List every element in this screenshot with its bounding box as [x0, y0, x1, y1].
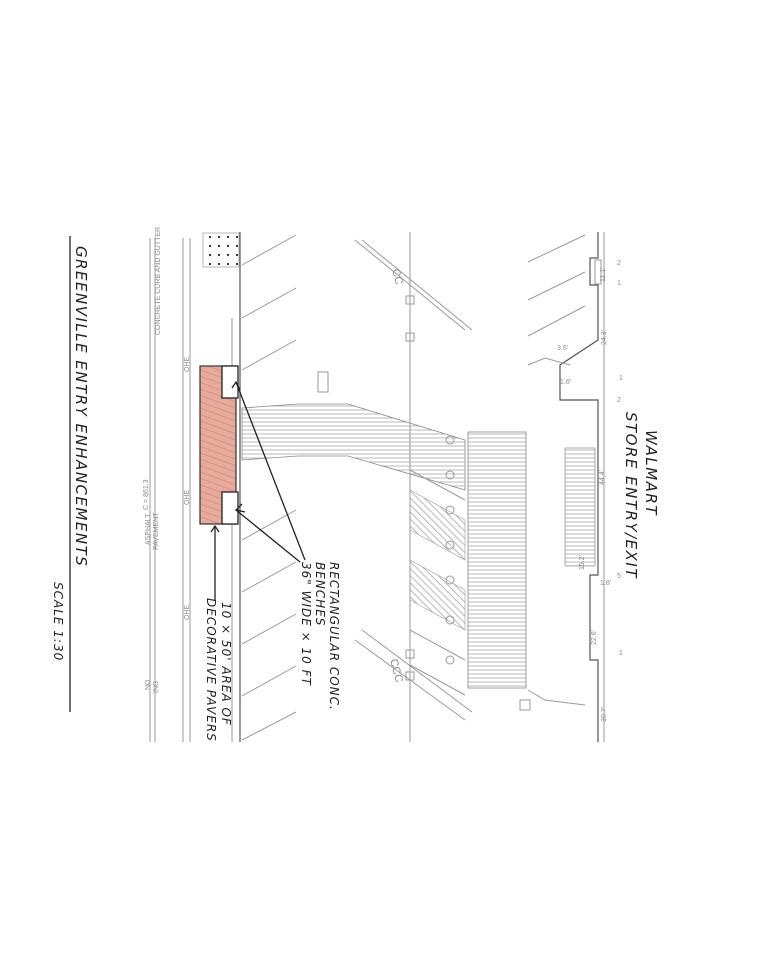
bench-top: [221, 365, 239, 399]
parking-stripes-right: [527, 234, 586, 337]
asphalt-label-2: PAVEMENT: [153, 512, 160, 550]
cad-labels: CONCRETE CURB AND GUTTER ASPHALT PAVEMEN…: [143, 227, 405, 693]
asphalt-label-1: ASPHALT: [145, 513, 152, 545]
store-label-walmart: WALMART: [642, 430, 660, 516]
dimension: 30.7': [601, 707, 608, 722]
dimension: 1.8': [600, 580, 611, 587]
dimension: 22.6': [591, 630, 598, 645]
bench-bottom: [221, 491, 239, 525]
accessible-stalls: [409, 435, 466, 696]
callout-number: 5: [617, 573, 621, 580]
callout-number: 1: [617, 280, 621, 287]
no-parking-label-1: NO: [145, 679, 152, 690]
dimension: 3.6': [557, 345, 568, 352]
dimension: 44.4': [599, 470, 606, 485]
store-front: [519, 232, 605, 742]
store-label-entry: STORE ENTRY/EXIT: [622, 412, 640, 579]
pavers-note-line1: 10 × 50' AREA OF: [219, 602, 233, 726]
cc-label-bottom: CCC: [387, 658, 405, 684]
crosswalk-path: [241, 403, 466, 491]
callout-number: 2: [617, 260, 621, 267]
pavers-note-line2: DECORATIVE PAVERS: [204, 598, 218, 742]
drawing-title: GREENVILLE ENTRY ENHANCEMENTS: [72, 246, 90, 567]
benches-note-line1: RECTANGULAR CONC.: [327, 562, 341, 711]
curb-label: CONCRETE CURB AND GUTTER: [155, 227, 162, 335]
leader-arrows: [69, 236, 306, 712]
benches-note-line2: BENCHES: [313, 562, 327, 626]
drive-aisle: [317, 232, 473, 742]
callout-number: 2: [617, 397, 621, 404]
no-parking-label-2: ING: [153, 681, 160, 693]
planter-box: [202, 232, 240, 268]
ohe-label-2: OHE: [184, 490, 191, 506]
scale-label: SCALE 1:30: [51, 582, 65, 661]
crosswalk-front: [467, 431, 527, 689]
dimension: 1.6': [560, 379, 571, 386]
dimension: 24.3': [601, 330, 608, 345]
ohe-label-1: OHE: [184, 357, 191, 373]
parking-stripes-left: [241, 234, 297, 741]
dimension: 15.2': [579, 555, 586, 570]
callout-number: 1: [619, 650, 623, 657]
cc-label-top: CC: [389, 268, 405, 287]
elevation-label: C = 861.3: [143, 479, 150, 510]
benches-note-line3: 36" WIDE × 10 FT: [299, 562, 313, 687]
dimension-labels: 11.1' 24.3' 3.6' 1.6' 44.4' 15.2' 1.8' 2…: [557, 260, 623, 722]
dimension: 11.1': [600, 268, 607, 282]
ohe-label-3: OHE: [184, 605, 191, 621]
callout-number: 1: [619, 375, 623, 382]
